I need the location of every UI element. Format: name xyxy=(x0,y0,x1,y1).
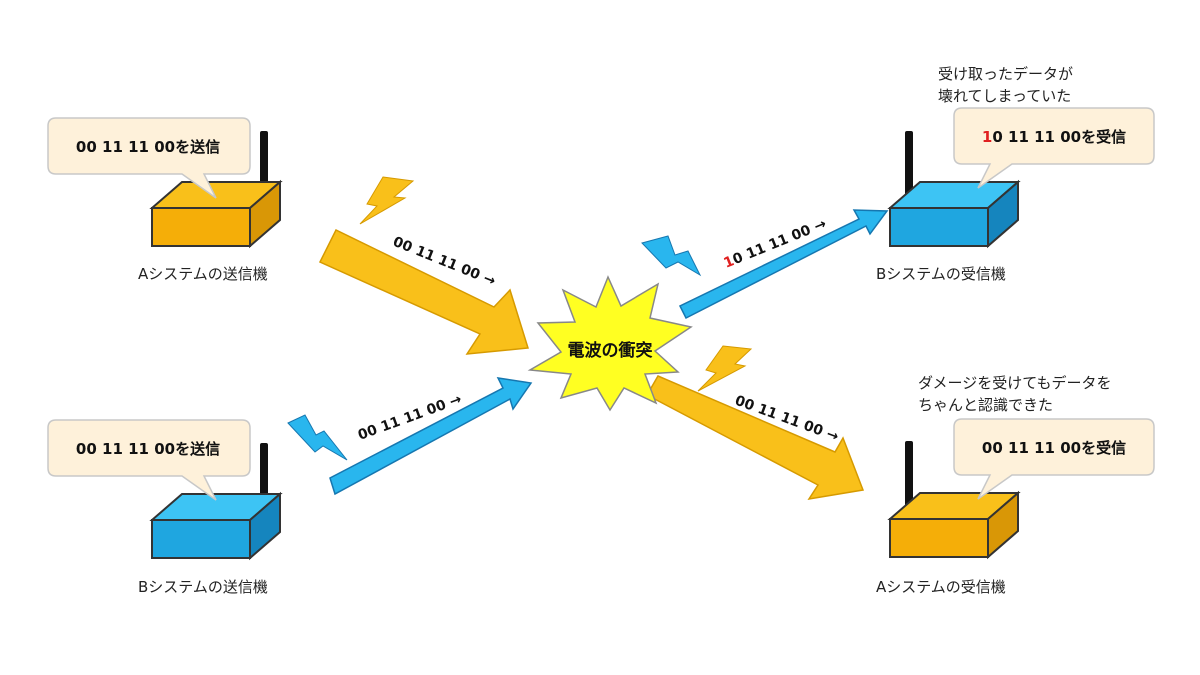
lightning-icon-b-in xyxy=(287,414,348,461)
receiver-b-label: Bシステムの受信機 xyxy=(876,265,1006,283)
receiver-a-label: Aシステムの受信機 xyxy=(876,578,1006,596)
receiver-a-bubble-text: 00 11 11 00を受信 xyxy=(982,439,1126,457)
receiver-a-bubble: 00 11 11 00を受信 xyxy=(953,418,1155,500)
receiver-b-note-line1: 受け取ったデータが xyxy=(938,65,1073,83)
arrow-b-to-collision xyxy=(329,377,533,496)
receiver-b-bubble: 10 11 11 00を受信 xyxy=(953,107,1155,189)
receiver-a-note-line1: ダメージを受けてもデータを xyxy=(918,374,1112,392)
sender-a-label: Aシステムの送信機 xyxy=(138,265,268,283)
receiver-b-bubble-rest: 0 11 11 00を受信 xyxy=(992,128,1126,146)
arrow-collision-to-b-receiver xyxy=(678,209,889,320)
receiver-b-device xyxy=(887,131,1021,249)
receiver-a-note-line2: ちゃんと認識できた xyxy=(918,396,1053,414)
sender-a-bubble-text: 00 11 11 00を送信 xyxy=(76,138,220,156)
sender-b-device xyxy=(149,443,283,561)
collision-label: 電波の衝突 xyxy=(568,340,653,361)
sender-b-bubble: 00 11 11 00を送信 xyxy=(47,419,251,501)
error-digit: 1 xyxy=(982,128,992,146)
sender-b-bubble-text: 00 11 11 00を送信 xyxy=(76,440,220,458)
lightning-icon-a-in xyxy=(359,176,415,225)
arrow-a-to-collision xyxy=(318,229,529,355)
receiver-b-note-line2: 壊れてしまっていた xyxy=(938,87,1071,105)
sender-b-label: Bシステムの送信機 xyxy=(138,578,268,596)
receiver-b-bubble-text: 10 11 11 00を受信 xyxy=(982,128,1126,146)
sender-a-bubble: 00 11 11 00を送信 xyxy=(47,117,251,199)
lightning-icon-b-out xyxy=(641,235,702,277)
collision-burst: 電波の衝突 xyxy=(527,275,693,412)
arrow-collision-to-a-receiver xyxy=(645,375,865,501)
lightning-icon-a-out xyxy=(697,345,753,392)
receiver-a-device xyxy=(887,441,1021,560)
sender-a-device xyxy=(149,131,283,249)
